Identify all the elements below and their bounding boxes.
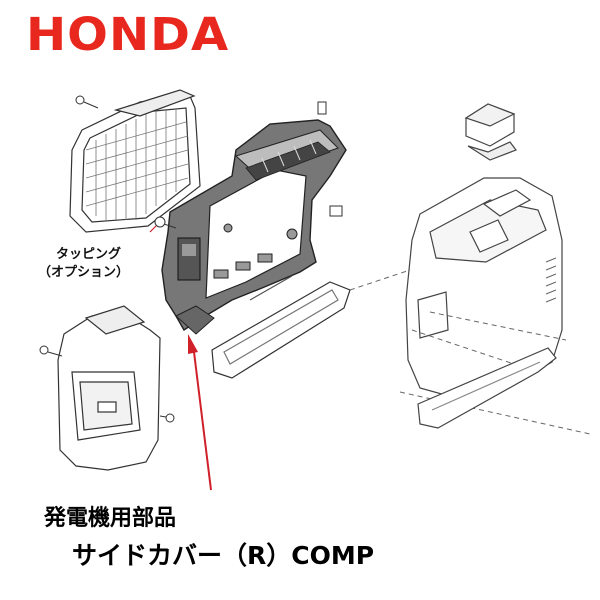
part-name-title: サイドカバー（R）COMP — [72, 541, 375, 570]
bolt-icon — [39, 345, 175, 423]
screw-icon — [154, 216, 177, 229]
rear-grille-panel — [69, 89, 201, 233]
part-pointer-arrow — [188, 334, 212, 491]
callout-label-option: （オプション） — [38, 265, 130, 280]
side-cover-r — [161, 119, 347, 335]
right-trim-bar — [417, 347, 557, 429]
fuel-cap-part — [464, 103, 517, 161]
honda-logo: HONDA — [26, 8, 230, 62]
clip-part — [317, 101, 343, 217]
category-title: 発電機用部品 — [44, 506, 177, 531]
bolt-icon — [75, 95, 99, 109]
callout-leader-line — [149, 225, 157, 233]
callout-label-tapping: タッピング — [56, 247, 122, 262]
lower-trim-bar — [211, 275, 351, 379]
generator-body — [405, 177, 563, 399]
front-cover-left — [57, 305, 161, 471]
